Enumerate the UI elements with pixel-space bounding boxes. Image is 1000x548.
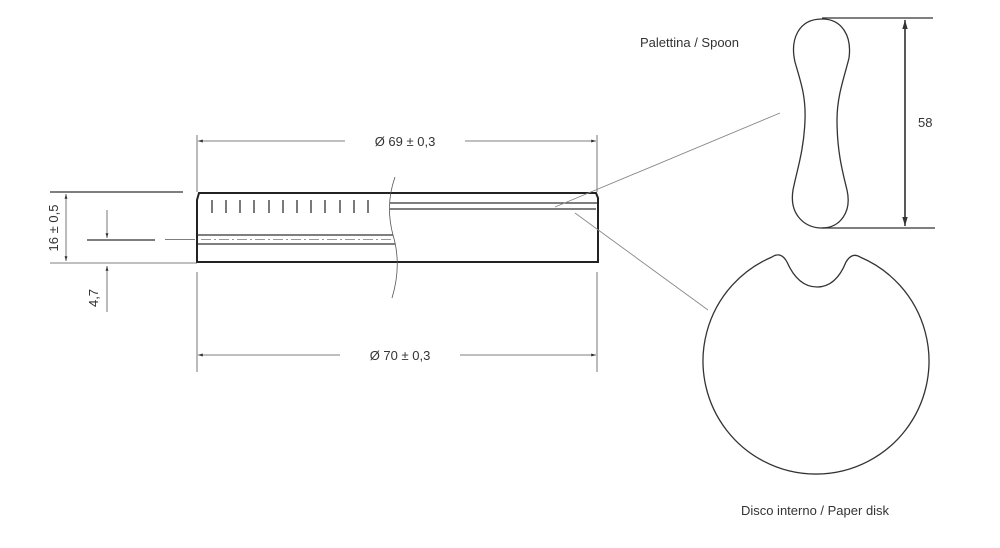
spoon-label: Palettina / Spoon: [640, 35, 739, 50]
dimension-diameter-69: Ø 69 ± 0,3: [196, 134, 598, 192]
paper-disk-outline: [702, 254, 930, 475]
spoon-outline: [791, 18, 851, 229]
knurl-ticks: [211, 200, 369, 213]
dimension-offset-4-7: 4,7: [86, 210, 155, 312]
cap-side-view: [165, 176, 599, 299]
leader-line-spoon: [554, 112, 781, 208]
dimension-spoon-58: 58: [822, 17, 935, 229]
dimension-height-16: 16 ± 0,5: [46, 191, 197, 264]
dimension-label-70: Ø 70 ± 0,3: [370, 348, 431, 363]
dimension-diameter-70: Ø 70 ± 0,3: [196, 272, 598, 372]
leader-line-disk: [574, 212, 709, 311]
dimension-label-4-7: 4,7: [86, 289, 101, 307]
dimension-label-69: Ø 69 ± 0,3: [375, 134, 436, 149]
dimension-label-16: 16 ± 0,5: [46, 205, 61, 252]
dimension-label-58: 58: [918, 115, 932, 130]
disk-label: Disco interno / Paper disk: [741, 503, 890, 518]
